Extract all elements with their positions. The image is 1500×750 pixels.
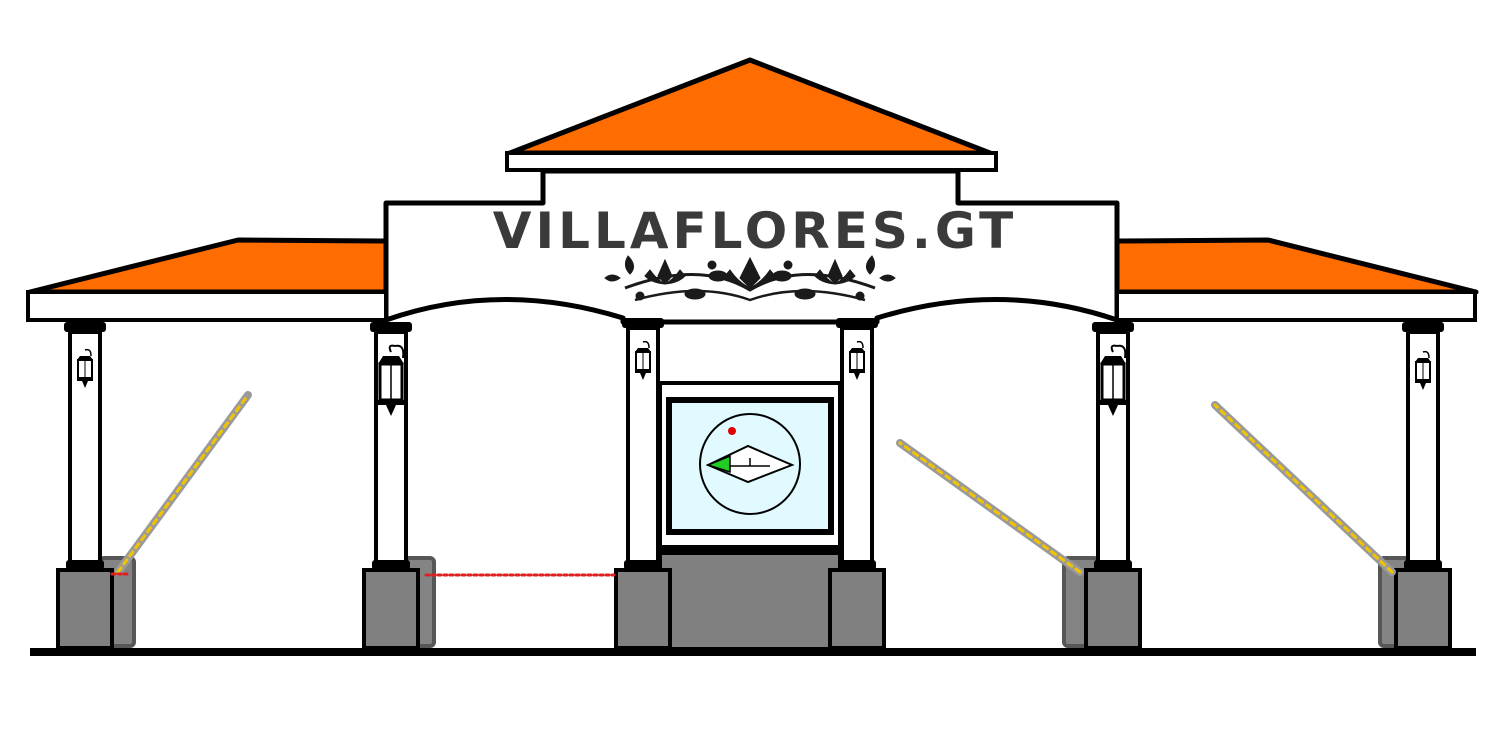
column-3 (614, 318, 672, 650)
floral-ornament-icon (604, 255, 896, 302)
ground-line (30, 648, 1476, 656)
barrier-arm-right-inner (896, 439, 1084, 576)
column-1 (56, 322, 114, 650)
compass-icon (699, 413, 801, 515)
barrier-arm-left-outer (114, 391, 252, 576)
columns (56, 318, 1452, 650)
barrier-arms (110, 391, 1396, 577)
right-roof (1114, 237, 1479, 322)
column-4 (828, 318, 886, 650)
sign-title: VILLAFLORES.GT (493, 202, 1017, 260)
central-base (658, 551, 842, 651)
top-roof (505, 57, 998, 172)
left-roof (26, 237, 389, 322)
column-6 (1394, 322, 1452, 650)
barrier-arm-right-outer (1211, 401, 1396, 576)
